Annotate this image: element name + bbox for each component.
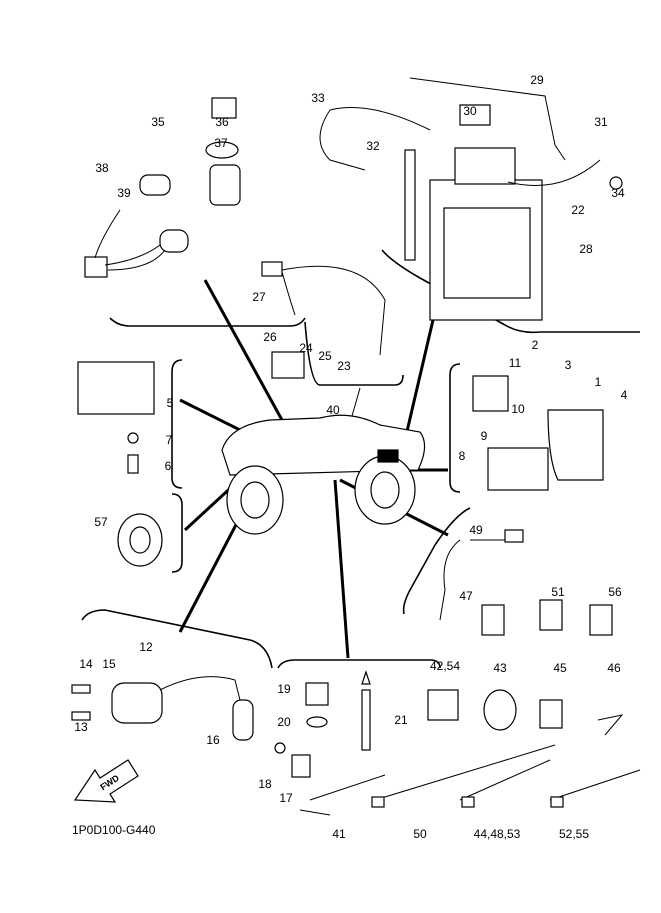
part-label-37: 37 xyxy=(214,136,228,150)
part-label-39: 39 xyxy=(117,186,131,200)
part-label-3: 3 xyxy=(565,358,572,372)
part-shapes xyxy=(71,77,641,816)
part-label-15: 15 xyxy=(102,657,116,671)
part-label-52-55: 52,55 xyxy=(559,827,589,841)
part-label-33: 33 xyxy=(311,91,325,105)
part-label-4: 4 xyxy=(621,388,628,402)
part-label-27: 27 xyxy=(252,290,266,304)
part-label-22: 22 xyxy=(571,203,585,217)
part-label-34: 34 xyxy=(611,186,625,200)
part-label-19: 19 xyxy=(277,682,291,696)
drawing-code: 1P0D100-G440 xyxy=(72,823,156,837)
part-label-50: 50 xyxy=(413,827,427,841)
part-label-51: 51 xyxy=(551,585,565,599)
part-label-47: 47 xyxy=(459,589,473,603)
part-label-41: 41 xyxy=(332,827,346,841)
part-label-13: 13 xyxy=(74,720,88,734)
atv-illustration xyxy=(221,414,426,535)
part-label-20: 20 xyxy=(277,715,291,729)
part-label-40: 40 xyxy=(326,403,340,417)
part-label-36: 36 xyxy=(215,115,229,129)
part-label-17: 17 xyxy=(279,791,293,805)
part-label-21: 21 xyxy=(394,713,408,727)
part-label-5: 5 xyxy=(167,396,174,410)
part-label-11: 11 xyxy=(509,356,522,370)
part-label-46: 46 xyxy=(607,661,621,675)
part-label-43: 43 xyxy=(493,661,507,675)
part-label-10: 10 xyxy=(511,402,525,416)
part-label-42-54: 42,54 xyxy=(430,659,460,673)
part-label-31: 31 xyxy=(594,115,608,129)
part-label-26: 26 xyxy=(263,330,277,344)
part-label-25: 25 xyxy=(318,349,332,363)
part-label-7: 7 xyxy=(166,433,173,447)
part-label-9: 9 xyxy=(481,429,488,443)
group-brackets xyxy=(81,249,640,669)
part-label-16: 16 xyxy=(206,733,220,747)
part-label-57: 57 xyxy=(94,515,108,529)
part-label-1: 1 xyxy=(595,375,602,389)
fwd-arrow: FWD xyxy=(73,759,139,803)
part-label-14: 14 xyxy=(79,657,93,671)
part-label-8: 8 xyxy=(459,449,466,463)
part-label-38: 38 xyxy=(95,161,109,175)
part-label-18: 18 xyxy=(258,777,272,791)
part-label-2: 2 xyxy=(532,338,539,352)
part-label-32: 32 xyxy=(366,139,380,153)
part-label-35: 35 xyxy=(151,115,165,129)
part-label-49: 49 xyxy=(469,523,483,537)
part-label-12: 12 xyxy=(139,640,153,654)
part-label-45: 45 xyxy=(553,661,567,675)
part-label-6: 6 xyxy=(165,459,172,473)
part-label-44-48-53: 44,48,53 xyxy=(474,827,521,841)
part-label-24: 24 xyxy=(299,341,313,355)
part-label-28: 28 xyxy=(579,242,593,256)
part-label-29: 29 xyxy=(530,73,544,87)
part-label-56: 56 xyxy=(608,585,622,599)
part-label-23: 23 xyxy=(337,359,351,373)
part-label-30: 30 xyxy=(463,104,477,118)
